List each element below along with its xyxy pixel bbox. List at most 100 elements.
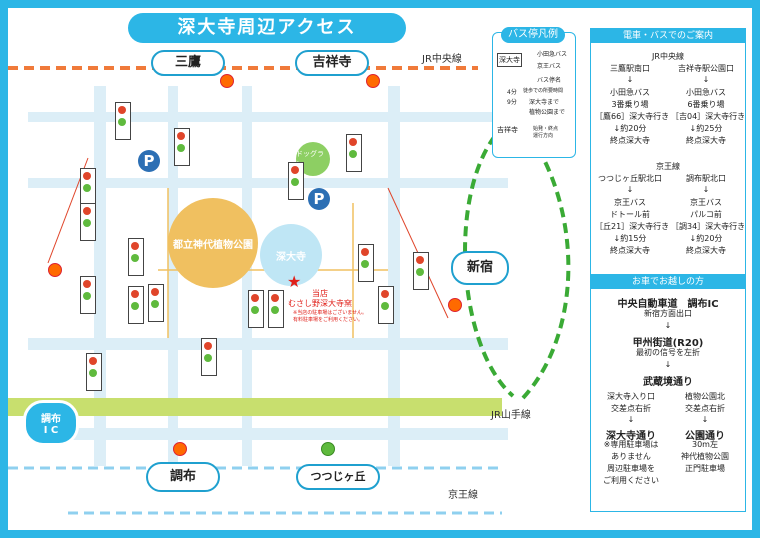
highway-chuo: [8, 398, 502, 416]
keio-line-label: 京王線: [448, 490, 478, 501]
bus-stop-marker[interactable]: [366, 74, 380, 88]
shop-note: ※当店の駐車場はございません。 有料駐車場をご利用ください。: [293, 310, 368, 323]
bus-stop-marker[interactable]: [173, 442, 187, 456]
route-step: ↓約25分: [689, 124, 723, 133]
route-step: 京王バス: [690, 198, 722, 207]
car-step: 武蔵境通り: [643, 377, 693, 388]
bus-stop-sign[interactable]: [80, 168, 96, 206]
legend-item-odakyu: 小田急バス: [537, 51, 568, 58]
legend-item-temple: 深大寺まで: [529, 99, 560, 106]
route-step: ↓: [626, 185, 634, 194]
route-step: ↓: [702, 75, 710, 84]
car-step: 神代植物公園: [681, 452, 729, 461]
station-shinjuku[interactable]: 新宿: [451, 251, 509, 285]
chofu-ic-label: 調布 I C: [41, 414, 61, 436]
route-step: ↓: [626, 75, 634, 84]
station-mitaka[interactable]: 三鷹: [151, 50, 225, 76]
car-step: ご利用ください: [603, 476, 659, 485]
car-step: 甲州街道(R20): [632, 338, 704, 349]
route-step: ドトール前: [610, 210, 650, 219]
bus-stop-marker[interactable]: [448, 298, 462, 312]
legend-item-keio: 京王バス: [537, 63, 562, 70]
bus-stop-marker[interactable]: [220, 74, 234, 88]
car-step: 周辺駐車場を: [607, 464, 655, 473]
car-step: 交差点右折: [611, 404, 651, 413]
shop-label: 当店 むさし野深大寺窯: [288, 289, 352, 308]
route-step: 吉祥寺駅公園口: [678, 64, 734, 73]
car-step: 深大寺通り: [606, 431, 656, 442]
route-step: 調布駅北口: [686, 174, 726, 183]
legend-min-1: 4分: [507, 89, 517, 96]
bus-stop-sign[interactable]: [128, 286, 144, 324]
bus-stop-marker[interactable]: [321, 442, 335, 456]
bus-stop-sign[interactable]: [86, 353, 102, 391]
car-step: ※専用駐車場は: [603, 440, 659, 449]
chofu-ic-badge: 調布 I C: [23, 400, 79, 446]
bus-stop-sign[interactable]: [80, 276, 96, 314]
road-horizontal-2: [28, 178, 508, 188]
route-step: つつじヶ丘駅北口: [598, 174, 662, 183]
route-step: ［吉04］深大寺行き: [671, 112, 746, 121]
temple-label: 深大寺: [276, 251, 306, 263]
car-step: 新宿方面出口: [644, 309, 692, 318]
temple-area: 深大寺: [260, 224, 322, 286]
legend-stop-name: 深大寺: [497, 53, 522, 67]
station-tsutsujigaoka[interactable]: つつじヶ丘: [296, 464, 380, 490]
car-step: ↓: [627, 415, 635, 424]
legend-item-stop: バス停名: [537, 77, 562, 84]
route-step: ［調34］深大寺行き: [671, 222, 746, 231]
car-step: 中央自動車道 調布IC: [617, 299, 719, 310]
bus-stop-sign[interactable]: [115, 102, 131, 140]
route-step: ↓: [702, 185, 710, 194]
bus-legend-title: バス停凡例: [501, 27, 565, 43]
car-step: 深大寺入り口: [607, 392, 655, 401]
route-step: 終点深大寺: [610, 246, 650, 255]
shop-star-icon: ★: [287, 272, 302, 291]
road-vertical-2: [168, 86, 178, 466]
bus-stop-sign[interactable]: [128, 238, 144, 276]
legend-min-2: 9分: [507, 99, 517, 106]
car-step: 植物公園北: [685, 392, 725, 401]
car-step: ↓: [664, 360, 672, 369]
park-area: 都立神代植物公園: [168, 198, 258, 288]
car-step: 最初の信号を左折: [636, 348, 700, 357]
bus-stop-sign[interactable]: [346, 134, 362, 172]
bus-stop-sign[interactable]: [413, 252, 429, 290]
route-step: 小田急バス: [686, 88, 726, 97]
route-step: パルコ前: [690, 210, 722, 219]
train-bus-panel-header: 電車・バスでのご案内: [591, 29, 745, 43]
parking-icon: P: [138, 150, 160, 172]
bus-stop-sign[interactable]: [378, 286, 394, 324]
yamanote-line-label: JR山手線: [491, 410, 531, 421]
bus-stop-sign[interactable]: [248, 290, 264, 328]
bus-stop-sign[interactable]: [80, 203, 96, 241]
bus-stop-sign[interactable]: [288, 162, 304, 200]
route-step: 終点深大寺: [686, 246, 726, 255]
station-kichijoji[interactable]: 吉祥寺: [295, 50, 369, 76]
bus-stop-sign[interactable]: [148, 284, 164, 322]
station-chofu[interactable]: 調布: [146, 462, 220, 492]
route-step: 終点深大寺: [610, 136, 650, 145]
keio-section-label: 京王線: [656, 162, 680, 171]
bus-stop-sign[interactable]: [201, 338, 217, 376]
chuo-section-label: JR中央線: [652, 52, 684, 61]
page-title: 深大寺周辺アクセス: [128, 13, 406, 43]
route-step: ［丘21］深大寺行き: [595, 222, 670, 231]
bus-stop-sign[interactable]: [268, 290, 284, 328]
route-step: ↓約15分: [613, 234, 647, 243]
car-step: 30m左: [692, 440, 718, 449]
route-step: 6番乗り場: [687, 100, 725, 109]
car-panel-header: お車でお越しの方: [591, 275, 745, 289]
route-step: 京王バス: [614, 198, 646, 207]
bus-stop-marker[interactable]: [48, 263, 62, 277]
park-label: 都立神代植物公園: [173, 239, 253, 251]
car-step: ありません: [611, 452, 651, 461]
legend-item-walk: 徒歩での所要時間: [523, 88, 564, 94]
parking-icon-2: P: [308, 188, 330, 210]
bus-stop-sign[interactable]: [174, 128, 190, 166]
bus-stop-sign[interactable]: [358, 244, 374, 282]
car-step: 正門駐車場: [685, 464, 725, 473]
route-step: ↓約20分: [689, 234, 723, 243]
